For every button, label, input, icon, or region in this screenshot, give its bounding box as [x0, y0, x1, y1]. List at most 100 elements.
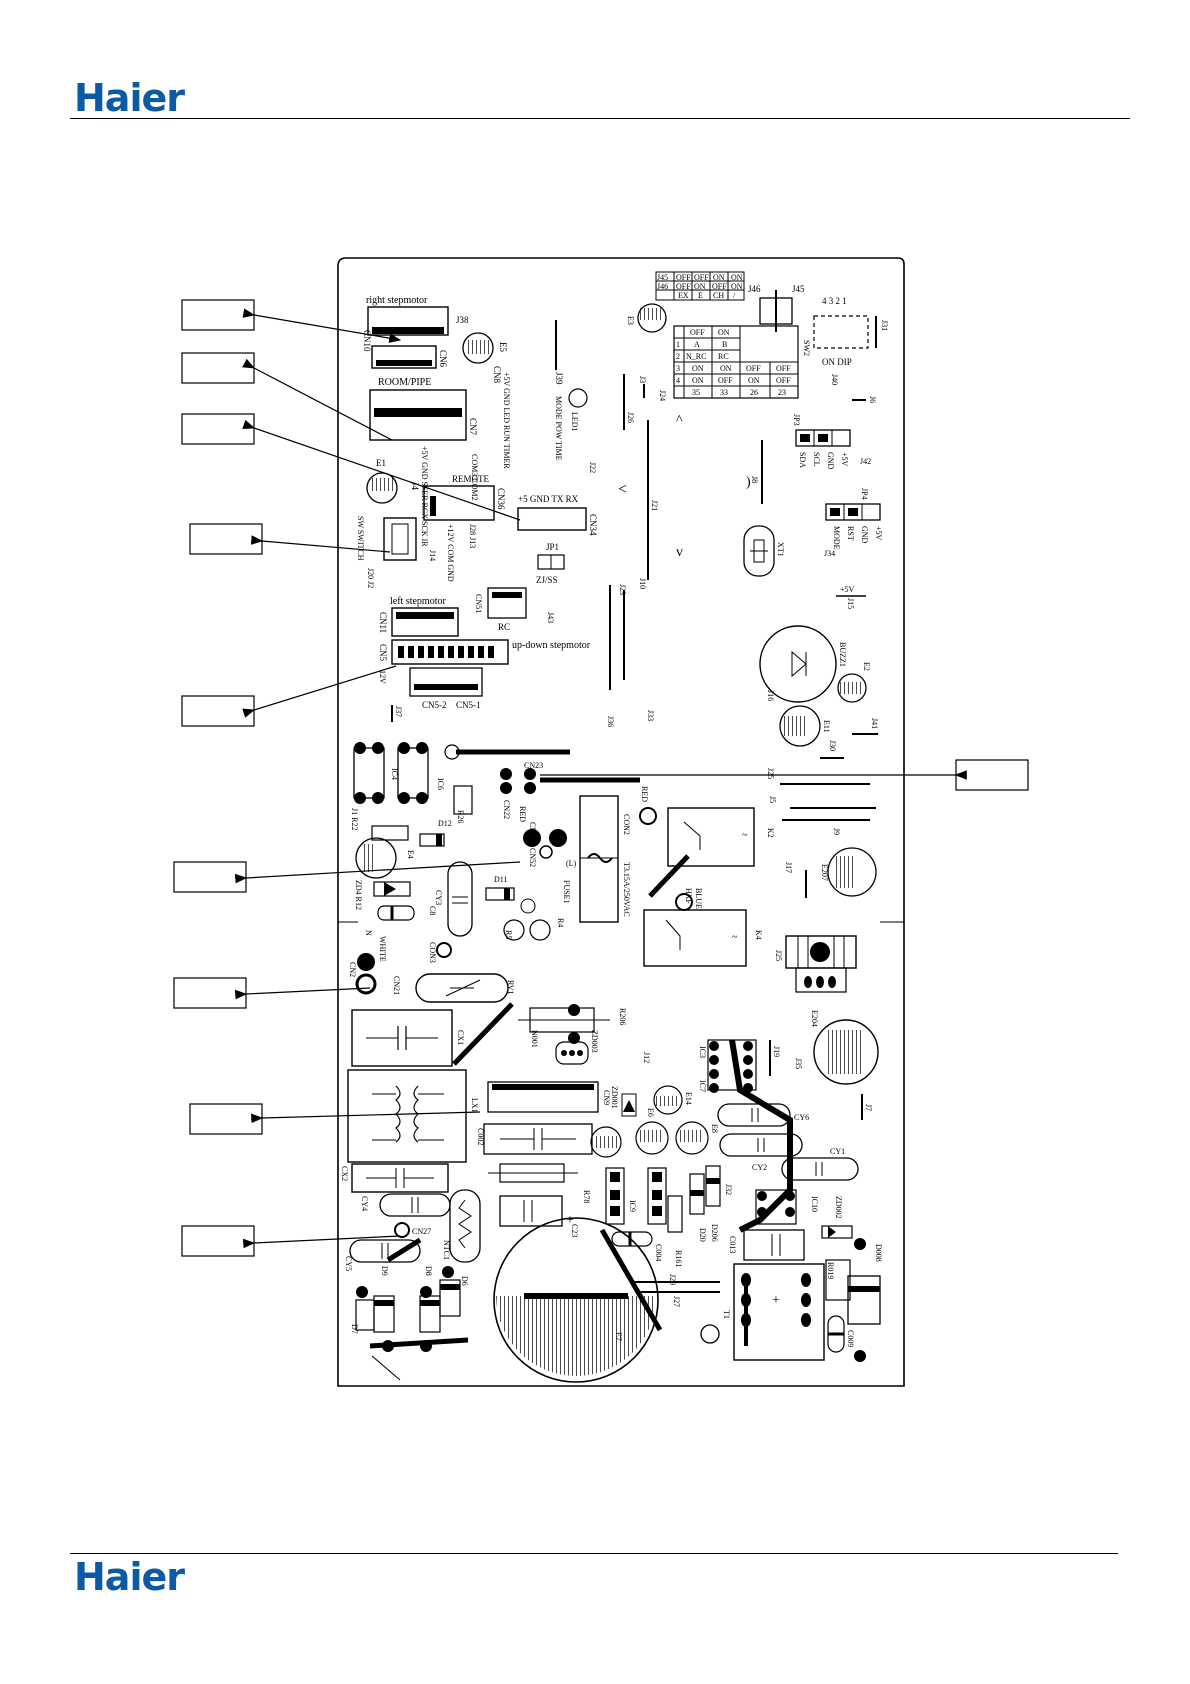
diode-d12: D12	[371, 819, 452, 847]
svg-text:N: N	[364, 930, 373, 936]
svg-text:J22: J22	[588, 462, 597, 473]
capacitor-c004: C004 C23	[570, 1224, 663, 1261]
svg-text:ZD003: ZD003	[590, 1030, 599, 1053]
svg-text:CN22: CN22	[502, 800, 511, 819]
svg-text:J1 R22: J1 R22	[350, 808, 359, 830]
svg-text:J46: J46	[657, 282, 668, 291]
callout-box-1	[181, 299, 255, 331]
svg-text:+12V COM GND: +12V COM GND	[446, 524, 455, 582]
capacitor-cx2: CX2	[340, 1163, 449, 1193]
svg-text:J24: J24	[658, 390, 667, 401]
svg-text:ON: ON	[731, 273, 743, 282]
svg-text:33: 33	[720, 388, 728, 397]
svg-text:12V: 12V	[378, 670, 387, 684]
svg-text:E7: E7	[614, 1332, 623, 1341]
svg-text:RV1: RV1	[506, 980, 515, 994]
svg-text:NTC1: NTC1	[442, 1240, 451, 1260]
callout-box-9	[189, 1103, 263, 1135]
svg-text:SW2: SW2	[802, 340, 811, 356]
svg-text:C8: C8	[428, 906, 437, 915]
svg-text:ON: ON	[692, 376, 704, 385]
svg-text:OFF: OFF	[712, 282, 727, 291]
svg-text:+5 GND TX RX: +5 GND TX RX	[518, 494, 579, 504]
svg-text:J45: J45	[792, 284, 805, 294]
svg-text:^: ^	[676, 413, 683, 428]
svg-text:E207: E207	[820, 864, 829, 881]
footer-rule	[70, 1553, 1118, 1554]
svg-text:D6: D6	[460, 1276, 469, 1286]
svg-text:ON: ON	[713, 273, 725, 282]
svg-text:J35: J35	[794, 1058, 803, 1069]
svg-text:ON: ON	[748, 376, 760, 385]
svg-text:E5: E5	[498, 342, 508, 352]
svg-text:C002: C002	[476, 1128, 485, 1145]
svg-text:D12: D12	[438, 819, 452, 828]
svg-text:J40: J40	[830, 374, 839, 385]
svg-text:J29: J29	[668, 1274, 677, 1285]
capacitor-e5: E5	[462, 332, 508, 364]
callout-box-6	[955, 759, 1029, 791]
svg-text:RST: RST	[846, 526, 855, 541]
svg-text:3: 3	[676, 364, 680, 373]
fuse-fuse1: T3.15A/250VAC FUSE1 RED CON2	[562, 786, 649, 923]
svg-text:OFF: OFF	[718, 376, 733, 385]
svg-text:OFF: OFF	[776, 364, 791, 373]
jumper-j46-j45	[759, 290, 793, 332]
svg-text:J6: J6	[868, 396, 877, 403]
svg-text:CN5-1: CN5-1	[456, 700, 481, 710]
footer-logo: Haier	[74, 1555, 185, 1599]
svg-text:BLUE: BLUE	[694, 888, 703, 909]
connector-cn17: RED CN17 CN52 (L)	[518, 806, 577, 868]
svg-text:CN36: CN36	[496, 488, 506, 510]
crystal-xt1: XT1	[743, 525, 785, 577]
connector-cn2: N WHITE CN2 CN21	[348, 930, 401, 995]
svg-text:E204: E204	[810, 1010, 819, 1027]
svg-text:SDA: SDA	[798, 452, 807, 468]
connector-cn6: CN6 ROOM/PIPE	[371, 345, 448, 388]
svg-text:J30: J30	[828, 740, 837, 751]
svg-text:CN6: CN6	[438, 350, 448, 368]
svg-text:CON2: CON2	[622, 814, 631, 835]
svg-text:~: ~	[742, 830, 748, 841]
svg-text:J32: J32	[724, 1184, 733, 1195]
svg-text:GND: GND	[860, 526, 869, 544]
svg-text:OFF: OFF	[694, 273, 709, 282]
svg-text:2: 2	[676, 352, 680, 361]
capacitor-e11: E11 J30	[779, 705, 844, 759]
svg-text:CY2: CY2	[752, 1163, 767, 1172]
svg-text:R019: R019	[826, 1262, 835, 1279]
svg-text:4: 4	[676, 376, 680, 385]
svg-text:R161: R161	[674, 1250, 683, 1267]
connector-cn5: CN5 up-down stepmotor 12V	[378, 639, 591, 684]
connector-cn36: REMOTE CN36 COM3 COM2 +12V COM GND	[423, 454, 506, 582]
svg-text:D9: D9	[380, 1266, 389, 1276]
svg-text:CN5-2: CN5-2	[422, 700, 447, 710]
svg-text:J42: J42	[860, 457, 871, 466]
capacitor-c002: C002	[476, 1123, 593, 1155]
svg-text:CY3: CY3	[434, 890, 443, 905]
capacitors-cy: CY6 CY2 CY1	[717, 1103, 859, 1181]
svg-text:E4: E4	[406, 850, 415, 859]
svg-text:E8: E8	[710, 1124, 719, 1133]
svg-text:R5: R5	[504, 930, 513, 939]
svg-text:CY4: CY4	[360, 1196, 369, 1211]
svg-text:HXF: HXF	[684, 888, 693, 905]
svg-text:CN21: CN21	[392, 976, 401, 995]
relay-k4: ~ K4	[643, 909, 763, 967]
svg-text:ON: ON	[694, 282, 706, 291]
svg-text:R78: R78	[582, 1190, 591, 1203]
small-capacitors: ZD001 E14 E6 E8	[590, 1085, 719, 1158]
svg-text:D7: D7	[350, 1324, 359, 1334]
dip-switch-sw2: 4 3 2 1 SW2 ON DIP J31 J40 J6	[802, 296, 889, 403]
svg-text:+5V: +5V	[840, 585, 855, 594]
svg-text:N001: N001	[530, 1030, 539, 1048]
svg-text:RC: RC	[718, 352, 729, 361]
svg-text:~: ~	[732, 932, 738, 943]
svg-text:J26: J26	[626, 412, 635, 423]
svg-text:J9: J9	[832, 828, 841, 835]
connector-cn27: CN27	[394, 1222, 431, 1238]
capacitor-e1: E1 J4	[366, 458, 420, 504]
svg-text:23: 23	[778, 388, 786, 397]
svg-text:JP1: JP1	[546, 542, 559, 552]
svg-text:IC3: IC3	[698, 1046, 707, 1058]
